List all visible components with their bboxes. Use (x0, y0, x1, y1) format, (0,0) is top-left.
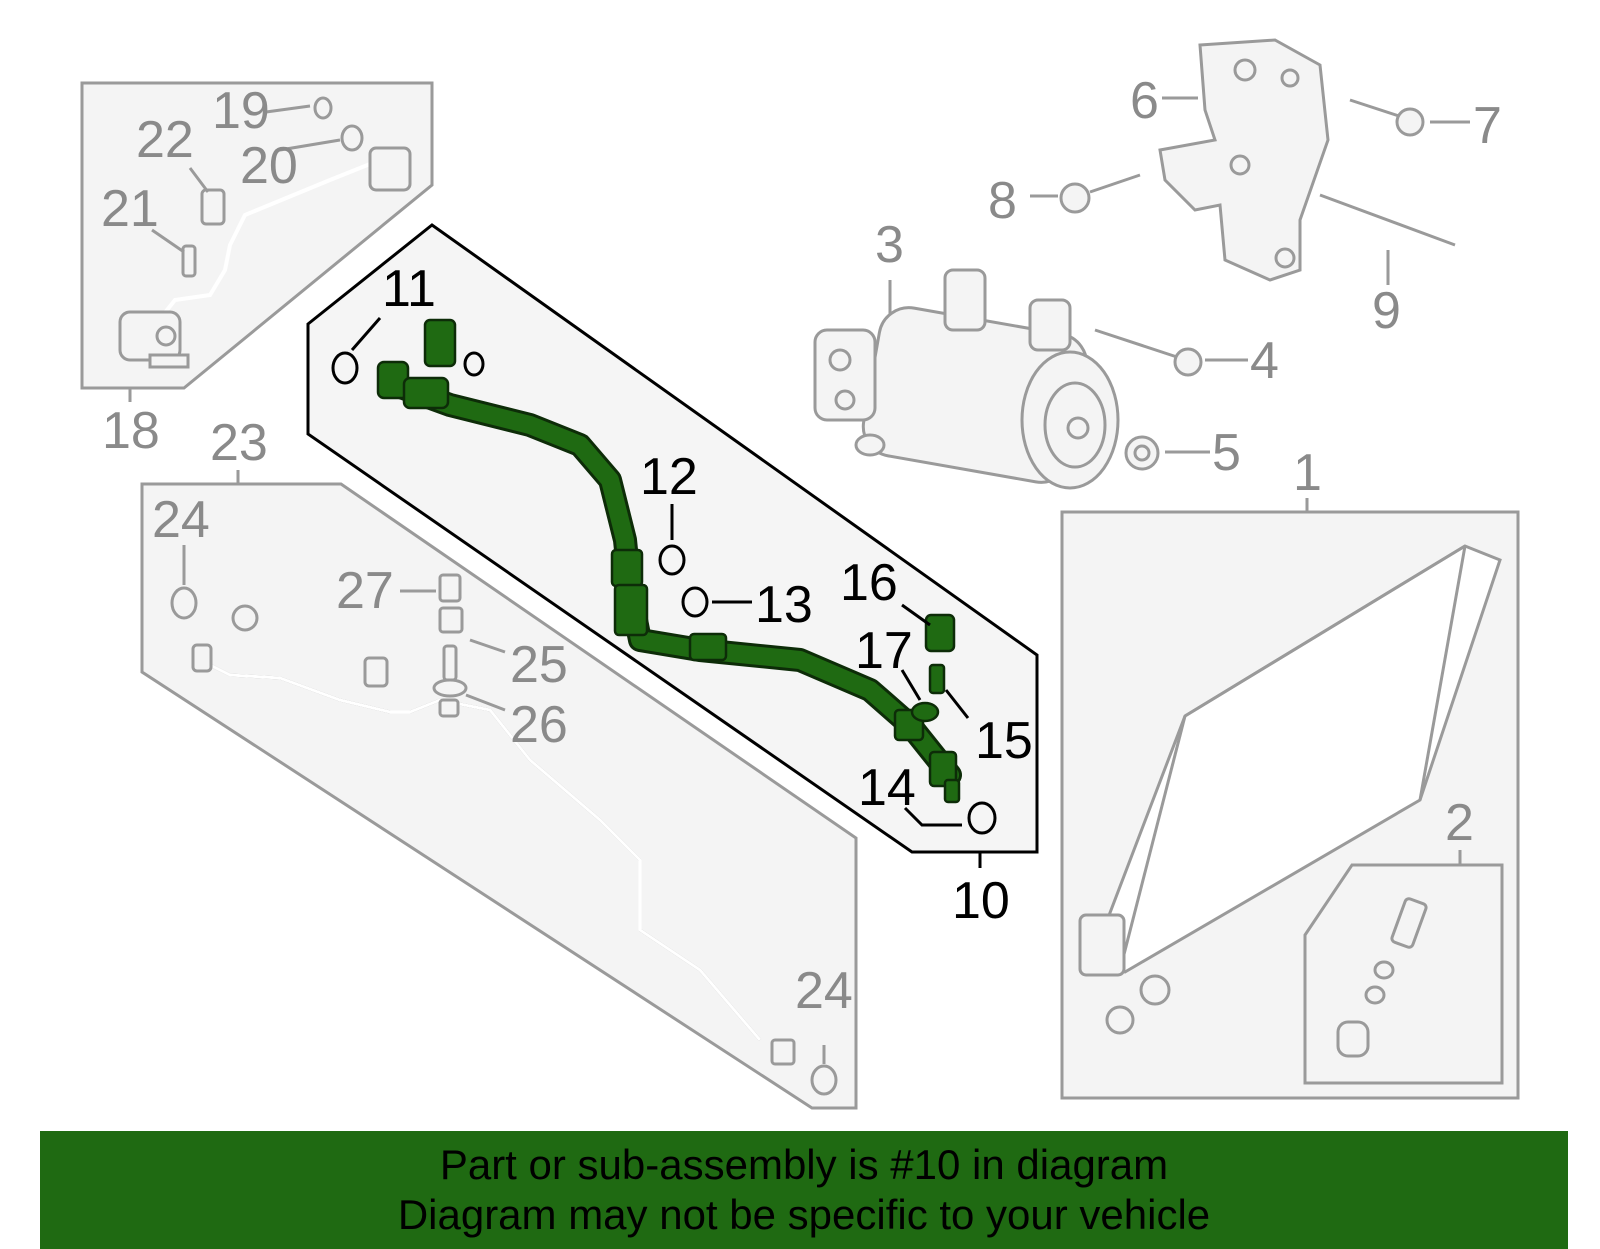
callout-26: 26 (510, 696, 568, 754)
callout-27: 27 (336, 562, 394, 620)
callout-10: 10 (952, 872, 1010, 930)
callout-22: 22 (136, 111, 194, 169)
group-23-panel (140, 470, 858, 1110)
callout-24-right: 24 (795, 962, 853, 1020)
compressor-group (813, 268, 1248, 490)
callout-23: 23 (210, 414, 268, 472)
callout-1: 1 (1293, 444, 1322, 502)
callout-11: 11 (382, 260, 436, 318)
callout-13: 13 (755, 576, 813, 634)
callout-6: 6 (1130, 72, 1159, 130)
bracket-group (1030, 38, 1470, 285)
callout-25: 25 (510, 636, 568, 694)
group-18-panel (80, 81, 434, 402)
group-1-panel (1060, 498, 1520, 1100)
callout-3: 3 (875, 216, 904, 274)
callout-18: 18 (102, 402, 160, 460)
callout-14: 14 (858, 759, 916, 817)
banner-line-2: Diagram may not be specific to your vehi… (397, 1191, 1211, 1238)
callout-19: 19 (212, 82, 270, 140)
callout-labels: 1 2 3 4 5 6 7 8 9 10 11 12 13 14 15 16 1… (101, 72, 1502, 1020)
group-10-panel (306, 223, 1039, 868)
callout-12: 12 (640, 448, 698, 506)
callout-8: 8 (988, 172, 1017, 230)
callout-24-left: 24 (152, 491, 210, 549)
callout-2: 2 (1445, 794, 1474, 852)
callout-21: 21 (101, 180, 159, 238)
callout-4: 4 (1250, 332, 1279, 390)
callout-7: 7 (1473, 97, 1502, 155)
callout-16: 16 (840, 554, 898, 612)
callout-15: 15 (975, 712, 1033, 770)
callout-9: 9 (1372, 282, 1401, 340)
callout-5: 5 (1212, 424, 1241, 482)
callout-17: 17 (855, 622, 913, 680)
banner-line-1: Part or sub-assembly is #10 in diagram (439, 1141, 1169, 1188)
info-banner: Part or sub-assembly is #10 in diagram D… (40, 1131, 1568, 1249)
callout-20: 20 (240, 137, 298, 195)
